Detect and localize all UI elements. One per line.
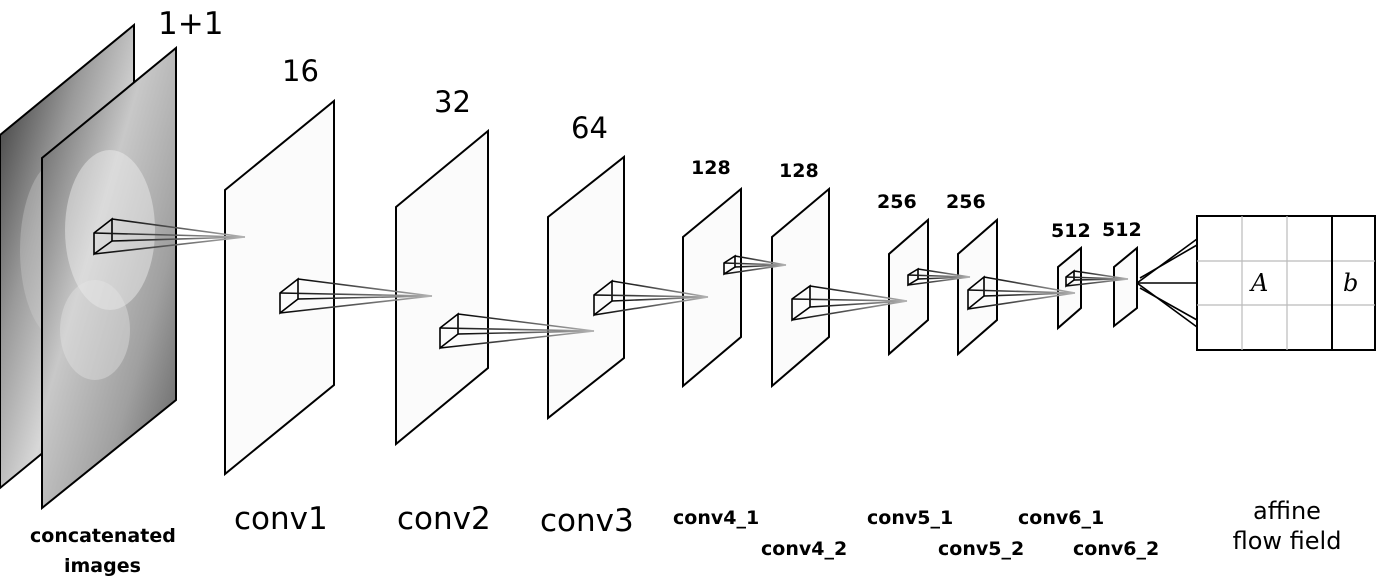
- plane-conv4-1: [682, 186, 742, 389]
- output-caption-line1: affine: [1253, 497, 1321, 525]
- plane-conv2: [395, 128, 489, 447]
- conv2-label: conv2: [397, 501, 491, 537]
- plane-conv5-1: [888, 217, 929, 357]
- conv4-2-label: conv4_2: [761, 538, 848, 560]
- matrix-a-symbol: A: [1251, 269, 1269, 297]
- conv6-2-channels: 512: [1102, 219, 1142, 241]
- conv5-1-channels: 256: [877, 191, 917, 213]
- conv4-1-channels: 128: [691, 157, 731, 179]
- vector-b-symbol: b: [1343, 269, 1359, 297]
- conv4-2-channels: 128: [779, 160, 819, 182]
- conv4-1-label: conv4_1: [673, 507, 760, 529]
- conv1-label: conv1: [234, 501, 328, 537]
- conv1-channels: 16: [282, 54, 319, 88]
- input-caption-line1: concatenated: [30, 525, 176, 547]
- input-caption-line2: images: [64, 555, 141, 577]
- input-channels-label: 1+1: [158, 6, 224, 42]
- affine-matrix-grid: [1196, 215, 1376, 351]
- plane-conv5-2: [957, 217, 998, 357]
- conv3-channels: 64: [571, 111, 608, 145]
- conv6-1-label: conv6_1: [1018, 507, 1105, 529]
- conv5-2-label: conv5_2: [938, 538, 1025, 560]
- plane-conv6-2: [1113, 245, 1138, 329]
- conv3-label: conv3: [540, 503, 634, 539]
- input-image-front: [41, 45, 177, 511]
- plane-conv3: [547, 154, 625, 421]
- output-caption: affine flow field: [1212, 496, 1362, 556]
- conv5-2-channels: 256: [946, 191, 986, 213]
- conv6-2-label: conv6_2: [1073, 538, 1160, 560]
- kernel-projections: [93, 217, 1198, 350]
- plane-conv1: [224, 98, 335, 477]
- conv5-1-label: conv5_1: [867, 507, 954, 529]
- plane-conv6-1: [1057, 245, 1082, 331]
- output-caption-line2: flow field: [1232, 527, 1342, 555]
- conv6-1-channels: 512: [1051, 220, 1091, 242]
- conv2-channels: 32: [434, 85, 471, 119]
- plane-conv4-2: [771, 186, 830, 389]
